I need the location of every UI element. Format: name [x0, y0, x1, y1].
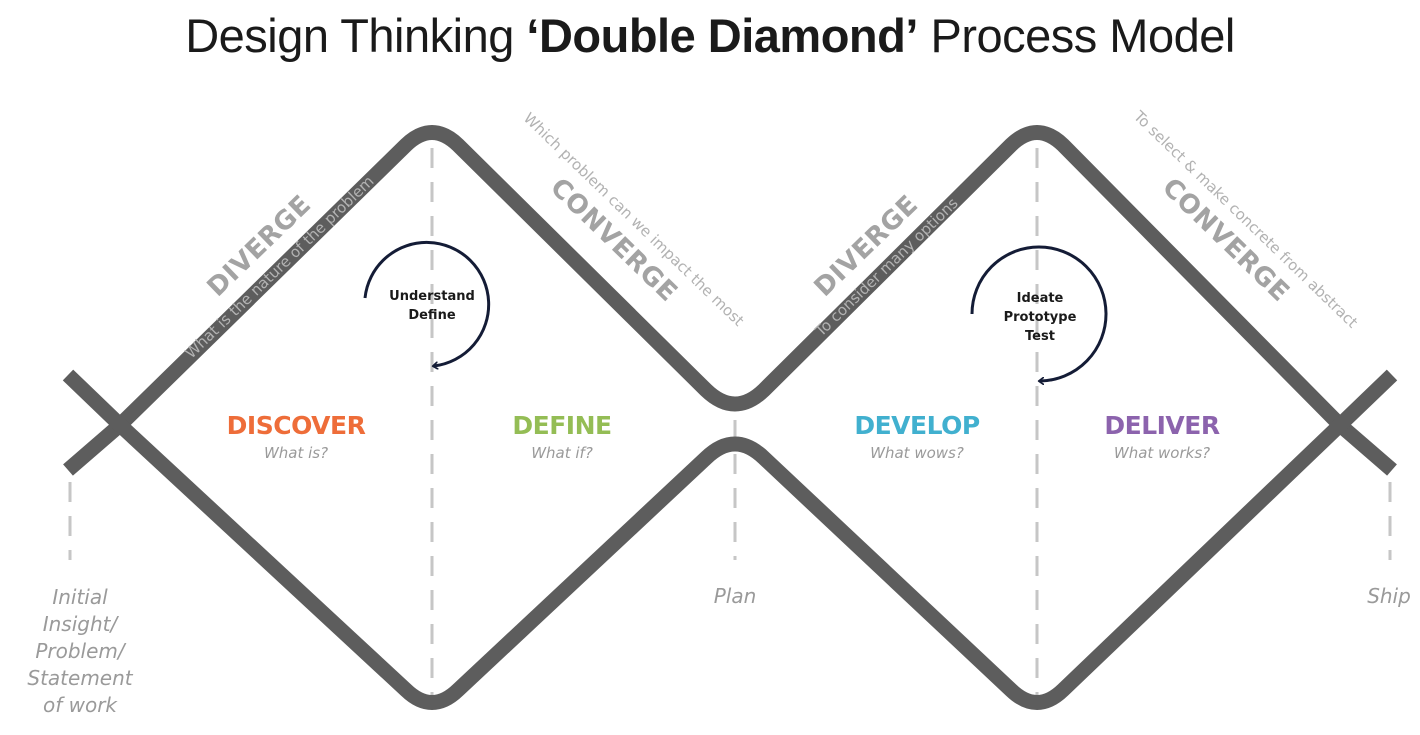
diamond-upper-path — [63, 125, 1397, 476]
edge-2-sub: Which problem can we impact the most — [520, 109, 748, 330]
title-suffix: Process Model — [917, 9, 1235, 62]
title-bold: ‘Double Diamond’ — [526, 9, 918, 62]
phase-discover-name: DISCOVER — [227, 411, 366, 440]
cycle-arrow-discover — [363, 240, 491, 366]
milestone-start-line-4: Statement — [27, 666, 133, 690]
edge-label-1: DIVERGE What is the nature of the proble… — [182, 172, 378, 362]
milestone-start-line-2: Insight/ — [43, 612, 120, 636]
milestone-start-line-1: Initial — [52, 585, 108, 609]
phase-develop-name: DEVELOP — [854, 411, 980, 440]
phase-deliver-name: DELIVER — [1104, 411, 1219, 440]
phase-discover-question: What is? — [264, 444, 328, 462]
edge-label-3: DIVERGE To consider many options — [809, 190, 962, 341]
phase-divider-lines — [68, 148, 1392, 700]
cycle-2-line-2: Prototype — [1004, 310, 1077, 325]
phase-define-question: What if? — [531, 444, 593, 462]
milestone-start: Initial Insight/ Problem/ Statement of w… — [27, 585, 133, 717]
cycle-1-line-1: Understand — [389, 289, 475, 304]
milestone-start-line-5: of work — [43, 693, 118, 717]
cycle-2-line-3: Test — [1025, 329, 1055, 344]
edge-label-2: CONVERGE Which problem can we impact the… — [520, 109, 748, 330]
diamond-lower-path — [62, 369, 1398, 710]
cycle-1-line-2: Define — [408, 308, 455, 323]
diamond-outlines — [62, 125, 1398, 710]
milestone-start-line-3: Problem/ — [35, 639, 127, 663]
edge-1-sub: What is the nature of the problem — [182, 172, 378, 362]
title-prefix: Design Thinking — [185, 9, 527, 62]
diagram-title: Design Thinking ‘Double Diamond’ Process… — [0, 8, 1420, 63]
cycle-2-line-1: Ideate — [1017, 291, 1064, 306]
phase-define-name: DEFINE — [512, 411, 611, 440]
edge-4-sub: To select & make concrete from abstract — [1129, 107, 1361, 332]
phase-develop-question: What wows? — [870, 444, 964, 462]
phase-deliver-question: What works? — [1114, 444, 1210, 462]
milestone-ship: Ship — [1367, 584, 1411, 608]
milestone-plan: Plan — [714, 584, 757, 608]
cycle-arrow-develop — [970, 245, 1108, 381]
